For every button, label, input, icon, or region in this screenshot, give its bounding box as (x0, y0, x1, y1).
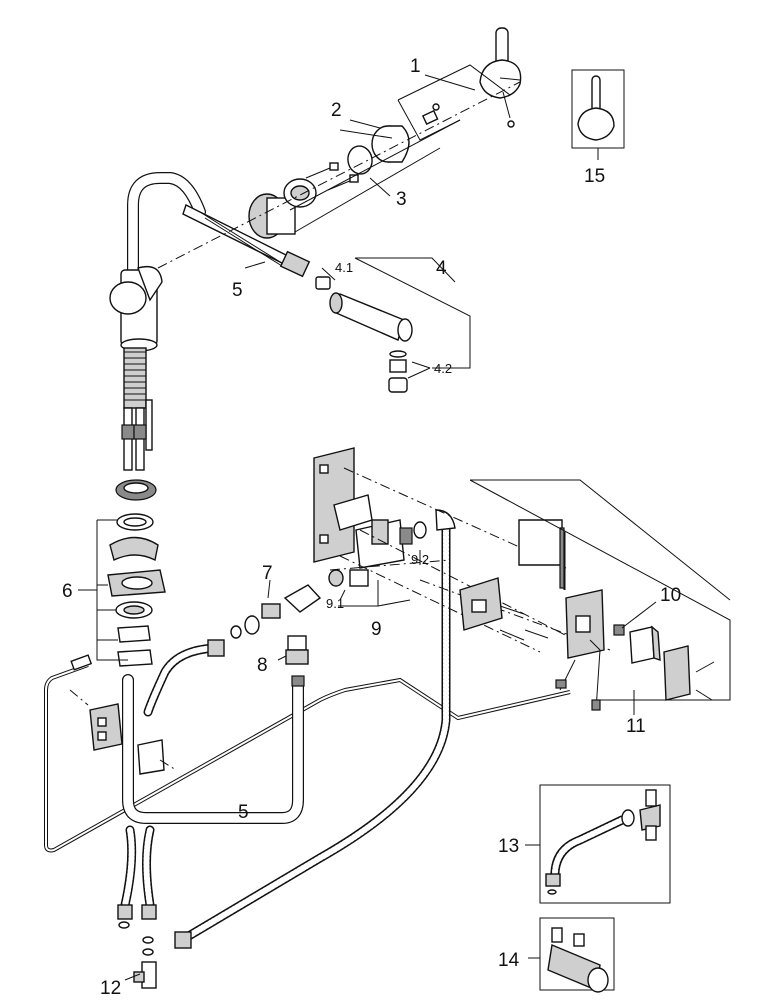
inset-13-box (525, 784, 671, 904)
label-13: 13 (498, 836, 519, 857)
handle-assembly (248, 27, 522, 239)
part-labels: 1 2 3 4 4.1 4.2 5 5 6 7 8 9 9.1 9.2 10 1… (62, 56, 681, 999)
valve-unit (230, 447, 451, 665)
label-10: 10 (660, 585, 681, 606)
label-9: 9 (371, 619, 382, 640)
label-4-2: 4.2 (434, 361, 452, 376)
cable-loop (44, 654, 571, 853)
leaders-1-3 (157, 64, 521, 269)
label-12: 12 (100, 978, 121, 999)
inset-15-box (571, 69, 625, 160)
label-5-top: 5 (232, 280, 243, 301)
label-11: 11 (626, 716, 646, 737)
label-7: 7 (262, 563, 273, 584)
label-2: 2 (331, 100, 342, 121)
hoses (117, 509, 456, 989)
label-15: 15 (584, 166, 605, 187)
label-9-1: 9.1 (326, 596, 344, 611)
electronics (339, 467, 731, 715)
label-3: 3 (396, 189, 407, 210)
label-4: 4 (436, 258, 447, 279)
label-9-2: 9.2 (411, 552, 429, 567)
label-4-1: 4.1 (335, 260, 353, 275)
hose-bracket (69, 689, 177, 775)
mounting-set (78, 479, 166, 667)
label-6: 6 (62, 581, 73, 602)
label-8: 8 (257, 655, 268, 676)
label-1: 1 (410, 56, 421, 77)
spray-head (199, 211, 471, 393)
inset-14-box (528, 917, 615, 993)
label-14: 14 (498, 950, 520, 971)
label-5-bottom: 5 (238, 802, 249, 823)
